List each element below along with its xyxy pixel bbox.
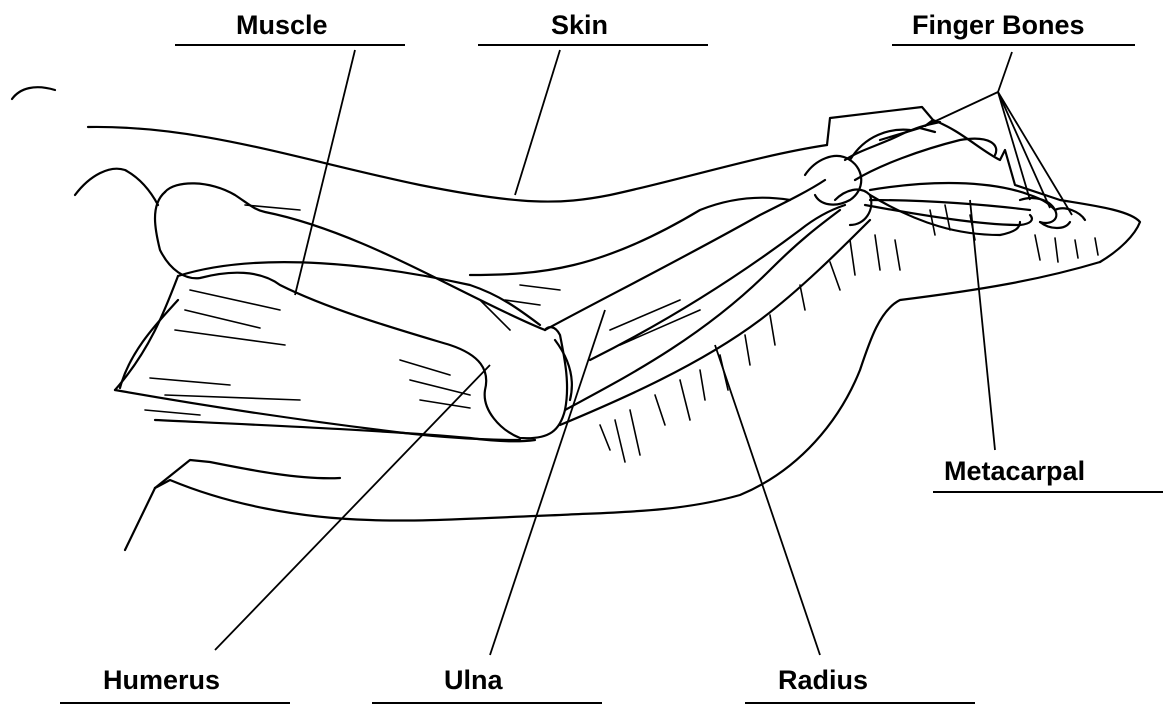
- shading-strokes: [600, 205, 1098, 462]
- upper-arm-muscle: [115, 262, 540, 441]
- metacarpal-label: Metacarpal: [944, 458, 1085, 485]
- humerus-bone: [155, 183, 567, 438]
- radius-leader: [715, 345, 820, 655]
- skin-label: Skin: [551, 12, 608, 39]
- label-underlines: [60, 45, 1163, 703]
- leader-lines: [215, 50, 1072, 655]
- skin-leader: [515, 50, 560, 195]
- muscle-leader: [295, 50, 355, 295]
- finger-bones-leader: [998, 52, 1012, 92]
- finger-bones-label: Finger Bones: [912, 12, 1085, 39]
- radius-label: Radius: [778, 667, 868, 694]
- muscle-label: Muscle: [236, 12, 328, 39]
- humerus-label: Humerus: [103, 667, 220, 694]
- forearm-bones: [470, 156, 871, 425]
- metacarpal-leader: [970, 200, 995, 450]
- ulna-leader: [490, 310, 605, 655]
- ulna-label: Ulna: [444, 667, 503, 694]
